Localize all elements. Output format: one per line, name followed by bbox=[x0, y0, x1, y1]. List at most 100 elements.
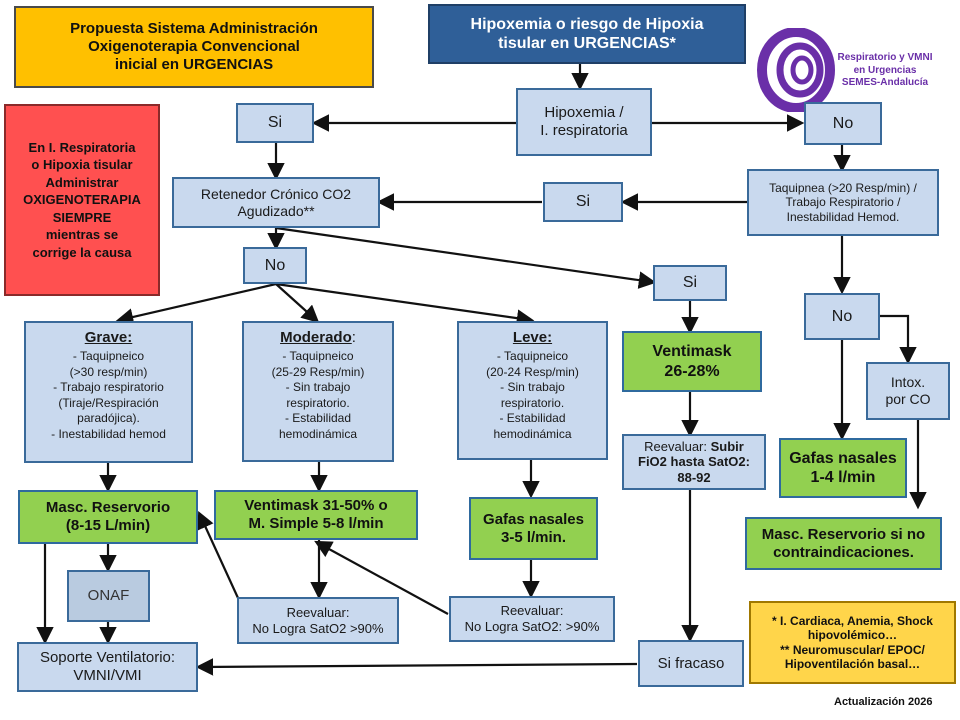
moderado-item: - Taquipneico bbox=[282, 349, 354, 363]
reevaluar-fio2-bold: Subir bbox=[710, 438, 744, 454]
logo-line-2: en Urgencias bbox=[853, 64, 917, 76]
hipoxemia-line-1: Hipoxemia / bbox=[544, 104, 624, 121]
ventimask-26-line-1: Ventimask bbox=[652, 343, 732, 361]
logo-line-1: Respiratorio y VMNI bbox=[837, 52, 933, 63]
alert-line: Administrar bbox=[45, 174, 119, 190]
node-si-top: Si bbox=[236, 103, 314, 143]
node-gafas-3-5: Gafas nasales 3-5 l/min. bbox=[469, 497, 598, 560]
node-reevaluar-mod: Reevaluar: No Logra SatO2 >90% bbox=[237, 597, 399, 644]
alert-line: En I. Respiratoria bbox=[28, 139, 136, 155]
node-si-mid: Si bbox=[543, 182, 623, 222]
grave-item: paradójica). bbox=[77, 411, 140, 426]
ventimask-31-line-1: Ventimask 31-50% o bbox=[244, 497, 388, 514]
node-masc-reservorio-no: Masc. Reservorio si no contraindicacione… bbox=[745, 517, 942, 570]
si-fracaso-label: Si fracaso bbox=[657, 654, 725, 672]
header-box: Hipoxemia o riesgo de Hipoxia tisular en… bbox=[428, 4, 746, 64]
leve-item: - Taquipneico bbox=[496, 349, 569, 363]
alert-line: o Hipoxia tisular bbox=[31, 157, 133, 173]
reevaluar-leve-line-2: No Logra SatO2: >90% bbox=[464, 619, 600, 634]
grave-item: - Taquipneico bbox=[72, 349, 145, 363]
node-soporte: Soporte Ventilatorio: VMNI/VMI bbox=[17, 642, 198, 692]
alert-line: corrige la causa bbox=[32, 244, 132, 260]
node-grave: Grave: - Taquipneico (>30 resp/min) - Tr… bbox=[24, 321, 193, 463]
node-reevaluar-fio2: Reevaluar: Subir FiO2 hasta SatO2: 88-92 bbox=[622, 434, 766, 490]
node-leve: Leve: - Taquipneico (20-24 Resp/min) - S… bbox=[457, 321, 608, 460]
alert-line: SIEMPRE bbox=[52, 209, 112, 225]
masc-reservorio-line-1: Masc. Reservorio bbox=[45, 499, 171, 516]
leve-item: - Sin trabajo bbox=[500, 380, 565, 395]
node-moderado: Moderado: - Taquipneico (25-29 Resp/min)… bbox=[242, 321, 394, 462]
gafas-1-4-line-2: 1-4 l/min bbox=[810, 469, 876, 486]
note-line-3: ** Neuromuscular/ EPOC/ bbox=[780, 642, 925, 657]
node-ventimask-31: Ventimask 31-50% o M. Simple 5-8 l/min bbox=[214, 490, 418, 540]
node-masc-reservorio: Masc. Reservorio (8-15 L/min) bbox=[18, 490, 198, 544]
node-no-mid: No bbox=[243, 247, 307, 284]
moderado-item: - Estabilidad bbox=[284, 411, 352, 426]
node-intox: Intox. por CO bbox=[866, 362, 950, 420]
node-retenedor: Retenedor Crónico CO2 Agudizado** bbox=[172, 177, 380, 228]
reevaluar-fio2-label: Reevaluar: bbox=[644, 438, 707, 454]
intox-line-1: Intox. bbox=[890, 374, 926, 391]
grave-title: Grave: bbox=[84, 329, 133, 346]
alert-line: OXIGENOTERAPIA bbox=[23, 192, 141, 208]
moderado-item: - Sin trabajo bbox=[285, 380, 351, 395]
header-line-2: tisular en URGENCIAS* bbox=[498, 35, 676, 52]
leve-title: Leve: bbox=[512, 329, 553, 346]
no-right-label: No bbox=[831, 307, 853, 325]
grave-item: - Trabajo respiratorio bbox=[53, 380, 164, 395]
note-line-4: Hipoventilación basal… bbox=[784, 656, 921, 671]
moderado-item: respiratorio. bbox=[286, 395, 350, 410]
node-onaf: ONAF bbox=[67, 570, 150, 622]
title-line-2: Oxigenoterapia Convencional bbox=[88, 38, 300, 55]
ventimask-26-line-2: 26-28% bbox=[664, 362, 720, 380]
masc-reservorio-no-line-1: Masc. Reservorio si no bbox=[761, 525, 926, 543]
reevaluar-mod-line-2: No Logra SatO2 >90% bbox=[252, 620, 384, 636]
si-mid-label: Si bbox=[575, 193, 591, 211]
node-ventimask-26: Ventimask 26-28% bbox=[622, 331, 762, 392]
no-mid-label: No bbox=[264, 256, 286, 274]
masc-reservorio-line-2: (8-15 L/min) bbox=[65, 517, 151, 534]
si-top-label: Si bbox=[267, 114, 283, 132]
gafas-3-5-line-1: Gafas nasales bbox=[483, 510, 584, 528]
soporte-line-1: Soporte Ventilatorio: bbox=[39, 649, 176, 666]
header-line-1: Hipoxemia o riesgo de Hipoxia bbox=[470, 15, 704, 33]
notes-box: * I. Cardiaca, Anemia, Shock hipovolémic… bbox=[749, 601, 956, 684]
note-line-1: * I. Cardiaca, Anemia, Shock bbox=[772, 613, 933, 628]
gafas-1-4-line-1: Gafas nasales bbox=[789, 449, 897, 467]
leve-item: hemodinámica bbox=[493, 426, 572, 441]
reevaluar-leve-line-1: Reevaluar: bbox=[500, 603, 564, 619]
reevaluar-mod-line-1: Reevaluar: bbox=[286, 604, 350, 620]
logo-text: Respiratorio y VMNI en Urgencias SEMES-A… bbox=[832, 52, 938, 90]
node-taquipnea: Taquipnea (>20 Resp/min) / Trabajo Respi… bbox=[747, 169, 939, 236]
footer-update: Actualización 2026 bbox=[834, 696, 933, 708]
node-gafas-1-4: Gafas nasales 1-4 l/min bbox=[779, 438, 907, 498]
leve-item: (20-24 Resp/min) bbox=[486, 364, 579, 379]
retenedor-line-2: Agudizado** bbox=[237, 202, 315, 219]
logo-icon bbox=[757, 28, 835, 112]
grave-item: (>30 resp/min) bbox=[69, 364, 148, 379]
moderado-title-suffix: : bbox=[351, 329, 356, 346]
leve-item: respiratorio. bbox=[500, 395, 565, 410]
moderado-title: Moderado bbox=[280, 329, 352, 346]
grave-item: (Tiraje/Respiración bbox=[58, 395, 159, 410]
node-hipoxemia: Hipoxemia / I. respiratoria bbox=[516, 88, 652, 156]
note-line-2: hipovolémico… bbox=[807, 628, 898, 643]
title-line-1: Propuesta Sistema Administración bbox=[70, 20, 318, 37]
gafas-3-5-line-2: 3-5 l/min. bbox=[500, 528, 567, 546]
alert-line: mientras se bbox=[45, 227, 119, 243]
hipoxemia-line-2: I. respiratoria bbox=[540, 122, 628, 139]
si-right-label: Si bbox=[682, 274, 698, 292]
logo-line-3: SEMES-Andalucía bbox=[841, 77, 929, 88]
soporte-line-2: VMNI/VMI bbox=[73, 667, 142, 684]
title-box: Propuesta Sistema Administración Oxigeno… bbox=[14, 6, 374, 88]
retenedor-line-1: Retenedor Crónico CO2 bbox=[200, 185, 352, 202]
leve-item: - Estabilidad bbox=[499, 411, 566, 426]
taquipnea-line-2: Trabajo Respiratorio / bbox=[785, 195, 901, 210]
moderado-item: (25-29 Resp/min) bbox=[271, 364, 365, 379]
masc-reservorio-no-line-2: contraindicaciones. bbox=[773, 543, 914, 561]
node-reevaluar-leve: Reevaluar: No Logra SatO2: >90% bbox=[449, 596, 615, 642]
no-top-label: No bbox=[832, 114, 854, 132]
taquipnea-line-1: Taquipnea (>20 Resp/min) / bbox=[769, 180, 917, 195]
intox-line-2: por CO bbox=[885, 391, 931, 407]
node-si-fracaso: Si fracaso bbox=[638, 640, 744, 687]
